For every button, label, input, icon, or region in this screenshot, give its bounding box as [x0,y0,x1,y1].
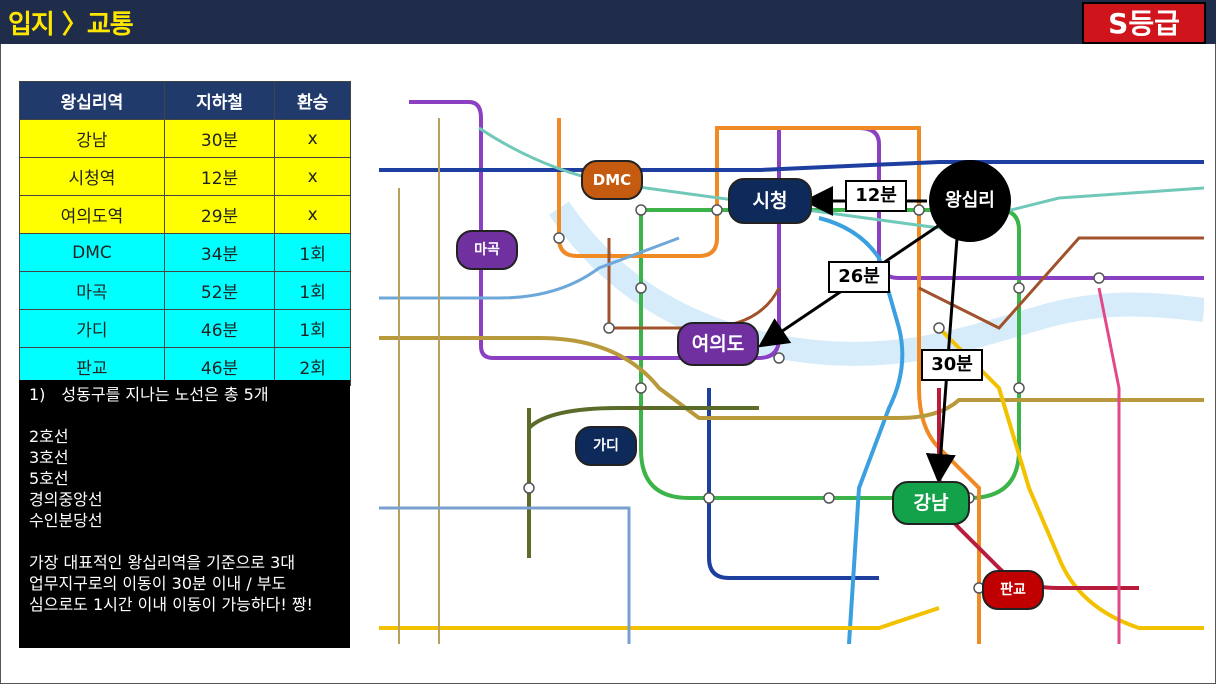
cell-time: 52분 [163,271,276,310]
table-row: 강남 30분 x [19,119,351,158]
cell-time: 29분 [163,195,276,234]
cell-transfer: x [274,119,351,158]
column-header-origin: 왕십리역 [19,81,165,120]
notes-heading: 1) 성동구를 지나는 노선은 총 5개 [29,385,269,404]
cell-time: 12분 [163,157,276,196]
cell-time: 46분 [163,309,276,348]
cell-destination: DMC [19,233,165,272]
cell-transfer: 2회 [274,347,351,386]
subway-lines-graphic [379,100,1204,644]
cell-transfer: x [274,195,351,234]
time-label-yeouido: 26분 [828,261,890,293]
cell-transfer: x [274,157,351,196]
cell-destination: 가디 [19,309,165,348]
station-dmc: DMC [581,160,643,200]
origin-station-wangsimni: 왕십리 [929,160,1011,242]
commute-table: 왕십리역 지하철 환승 강남 30분 x 시청역 12분 x 여의도역 29분 … [19,81,351,386]
column-header-subway: 지하철 [163,81,276,120]
table-row: 가디 46분 1회 [19,309,351,348]
summary-line: 심으로도 1시간 이내 이동이 가능하다! 짱! [29,595,313,614]
cell-destination: 여의도역 [19,195,165,234]
summary-line: 가장 대표적인 왕십리역을 기준으로 3대 [29,553,296,572]
station-gangnam: 강남 [892,481,970,525]
notes-panel: 1) 성동구를 지나는 노선은 총 5개 2호선 3호선 5호선 경의중앙선 수… [19,380,350,648]
station-city-hall: 시청 [728,178,812,224]
cell-transfer: 1회 [274,309,351,348]
cell-destination: 시청역 [19,157,165,196]
line-item: 수인분당선 [29,511,103,530]
cell-time: 46분 [163,347,276,386]
station-yeouido: 여의도 [677,322,759,366]
table-row: DMC 34분 1회 [19,233,351,272]
station-gadi: 가디 [575,426,637,466]
line-item: 5호선 [29,469,69,488]
station-pangyo: 판교 [982,570,1044,610]
time-label-city-hall: 12분 [845,180,907,212]
line-item: 2호선 [29,427,69,446]
line-item: 경의중앙선 [29,490,103,509]
summary-line: 업무지구로의 이동이 30분 이내 / 부도 [29,574,287,593]
line-item: 3호선 [29,448,69,467]
column-header-transfer: 환승 [274,81,351,120]
table-row: 마곡 52분 1회 [19,271,351,310]
table-row: 시청역 12분 x [19,157,351,196]
cell-destination: 마곡 [19,271,165,310]
table-row: 여의도역 29분 x [19,195,351,234]
grade-badge: S등급 [1082,2,1206,44]
time-label-gangnam: 30분 [921,349,983,381]
cell-transfer: 1회 [274,271,351,310]
station-magok: 마곡 [456,230,518,270]
header-bar: 입지 〉교통 [0,0,1216,44]
table-header-row: 왕십리역 지하철 환승 [19,81,351,120]
cell-time: 30분 [163,119,276,158]
subway-map: 왕십리 시청 여의도 강남 DMC 마곡 가디 판교 12분 26분 30분 [379,88,1204,644]
cell-transfer: 1회 [274,233,351,272]
cell-time: 34분 [163,233,276,272]
page-title: 입지 〉교통 [8,10,134,40]
cell-destination: 강남 [19,119,165,158]
